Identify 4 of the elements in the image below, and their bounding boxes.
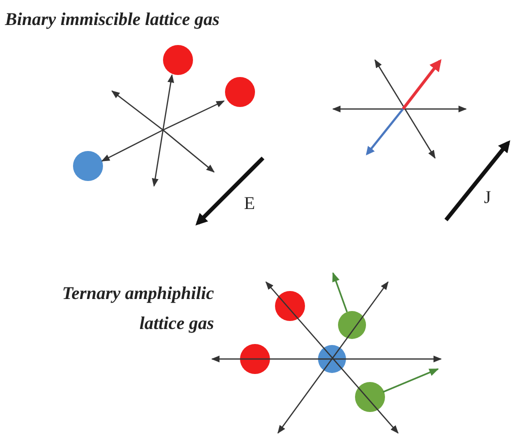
panel-heading: Binary immiscible lattice gas [5, 8, 220, 31]
vector-label: J [484, 186, 492, 209]
vector-label: E [244, 192, 255, 215]
panel-heading: Ternary amphiphilic lattice gas [61, 282, 214, 335]
